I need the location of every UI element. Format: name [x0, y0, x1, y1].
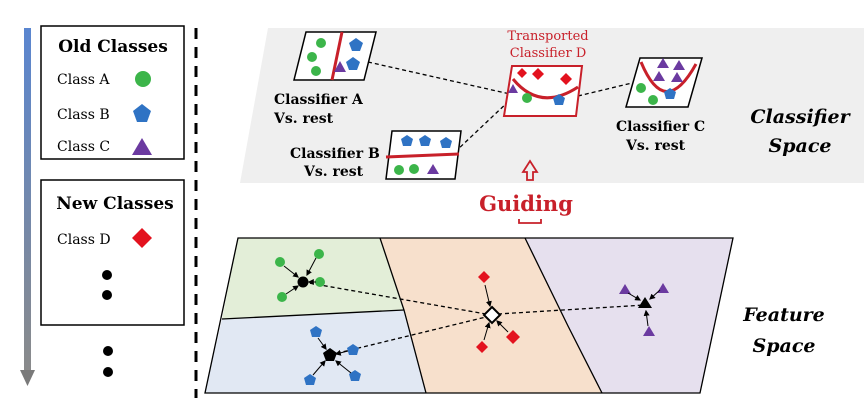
class-c-cluster	[619, 283, 669, 336]
new-classes-legend: New Classes Class D	[40, 179, 185, 326]
feature-space-title: Feature	[742, 304, 825, 326]
classifier-c-label: Classifier C	[616, 119, 705, 135]
ellipsis-dot	[103, 367, 113, 377]
transported-sub: Classifier D	[510, 46, 587, 61]
classifier-c-sub: Vs. rest	[625, 138, 686, 154]
legend-label-a: Class A	[57, 72, 110, 88]
class-b-cluster	[304, 326, 361, 385]
class-a-cluster	[275, 249, 325, 302]
classifier-b-box	[385, 130, 462, 180]
legend-label-c: Class C	[57, 139, 110, 155]
classifier-a-sub: Vs. rest	[273, 111, 334, 127]
ellipsis-dot	[103, 346, 113, 356]
timeline-arrow	[20, 28, 35, 386]
transported-label: Transported	[507, 29, 588, 44]
transported-classifier-d-box	[502, 65, 584, 117]
feature-space-title-2: Space	[753, 335, 816, 357]
class-d-cluster	[476, 271, 520, 353]
classifier-a-label: Classifier A	[274, 92, 364, 108]
legend-label-d: Class D	[57, 232, 111, 248]
classifier-c-box	[625, 57, 703, 108]
classifier-links	[367, 61, 633, 153]
legend-label-b: Class B	[57, 107, 110, 123]
guiding-label: Guiding	[479, 191, 573, 216]
classifier-space-title-2: Space	[769, 135, 832, 157]
classifier-b-sub: Vs. rest	[303, 164, 364, 180]
classifier-space-title: Classifier	[750, 106, 851, 128]
new-classes-title: New Classes	[56, 194, 173, 214]
prototype-links	[302, 281, 646, 356]
class-a-circle-icon	[135, 71, 151, 87]
classifier-b-label: Classifier B	[290, 146, 380, 162]
class-c-triangle-icon	[132, 138, 152, 155]
ellipsis-dot	[102, 270, 112, 280]
classifier-a-box	[293, 31, 377, 81]
guiding-arrow	[518, 159, 542, 224]
class-b-pentagon-icon	[133, 104, 151, 122]
class-d-diamond-icon	[132, 228, 152, 248]
old-classes-legend: Old Classes Class A Class B Class C	[40, 25, 185, 160]
old-classes-title: Old Classes	[58, 37, 168, 57]
ellipsis-dot	[102, 290, 112, 300]
